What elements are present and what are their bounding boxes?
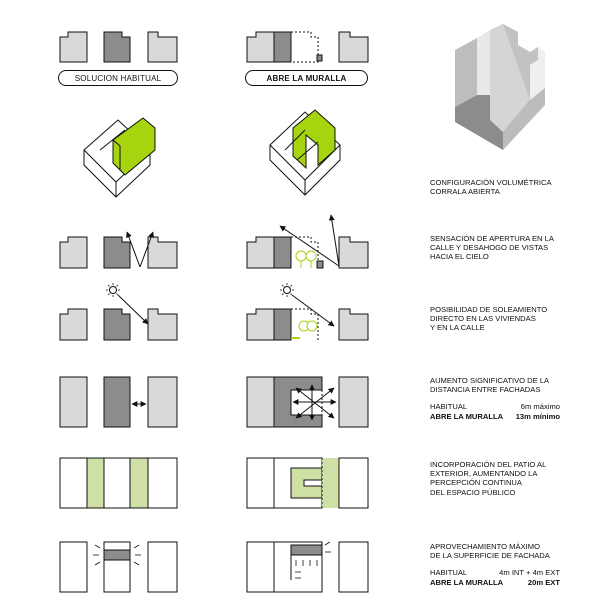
label-muralla: ABRE LA MURALLA bbox=[245, 70, 368, 86]
isometric-volume bbox=[455, 24, 545, 150]
elevation-muralla bbox=[246, 31, 369, 63]
plan-distance-muralla bbox=[246, 376, 369, 428]
isometric-muralla bbox=[269, 109, 341, 196]
sky-muralla bbox=[246, 214, 369, 269]
plan-distance-habitual bbox=[59, 376, 178, 428]
label-habitual: SOLUCION HABITUAL bbox=[58, 70, 178, 86]
isometric-habitual bbox=[83, 117, 156, 198]
sky-habitual bbox=[59, 231, 178, 269]
elevation-habitual bbox=[59, 31, 178, 63]
plan-facade-muralla bbox=[246, 541, 369, 593]
plan-patio-muralla bbox=[246, 457, 369, 509]
plan-facade-habitual bbox=[59, 541, 178, 593]
plan-patio-habitual bbox=[59, 457, 178, 509]
sun-muralla bbox=[246, 283, 369, 341]
sun-habitual bbox=[59, 283, 178, 341]
